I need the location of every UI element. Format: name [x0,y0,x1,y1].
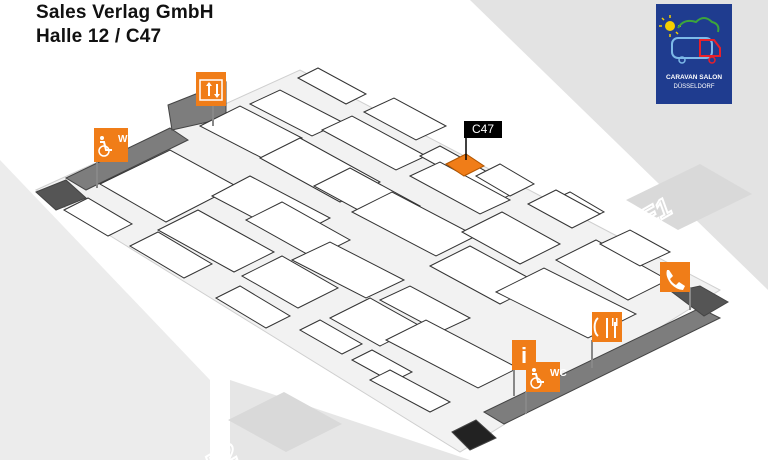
hall-booth-location: Halle 12 / C47 [36,26,162,47]
logo-graphic [659,15,721,64]
company-name: Sales Verlag GmbH [36,2,214,23]
booth-c47-highlight[interactable] [445,153,485,177]
poi-phone-sign[interactable] [660,262,690,292]
poi-wc-label-1: WC [118,134,135,145]
elevator-icon [199,79,223,101]
caravan-salon-logo: CARAVAN SALON DÜSSELDORF [656,4,732,104]
poi-wc-sign-1[interactable] [94,128,128,162]
poi-icons: WC i WC [98,79,685,389]
info-icon: i [521,343,527,368]
poi-info-label: i [521,343,527,368]
poi-wc-sign-2[interactable] [526,362,560,392]
wheelchair-wc-icon: WC [98,134,135,157]
wheelchair-wc-icon: WC [530,368,567,389]
booth-callout-label: C47 [464,121,502,138]
poi-wc-label-2: WC [550,368,567,379]
logo-line-2: DÜSSELDORF [673,84,715,90]
logo-line-1: CARAVAN SALON [665,74,723,81]
phone-icon [666,270,685,290]
restaurant-icon [593,317,618,338]
outdoor-area-left [0,160,210,460]
